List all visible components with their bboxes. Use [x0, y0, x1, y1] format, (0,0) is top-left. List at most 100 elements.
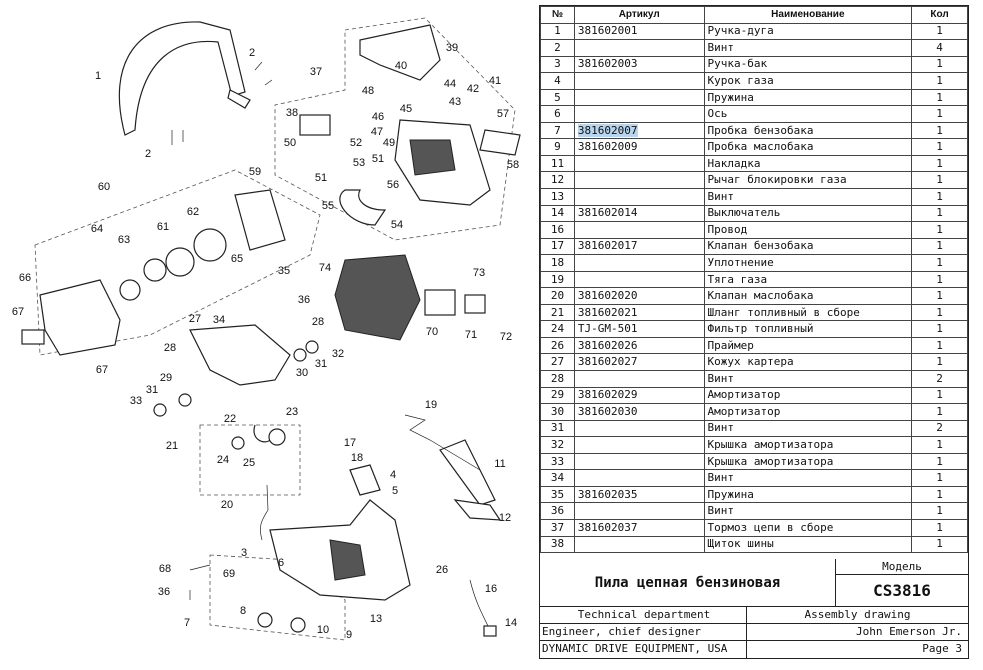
quantity: 1	[911, 303, 968, 322]
company-name: DYNAMIC DRIVE EQUIPMENT, USA	[540, 641, 747, 658]
part-name: Кожух картера	[703, 353, 913, 372]
part-callout: 47	[371, 126, 383, 138]
part-callout: 7	[184, 617, 190, 629]
part-number: 13	[540, 188, 575, 206]
article-number	[573, 188, 705, 206]
part-callout: 12	[499, 512, 511, 524]
part-name: Ручка-дуга	[703, 22, 913, 41]
quantity: 1	[911, 336, 968, 355]
part-callout: 51	[315, 172, 327, 184]
quantity: 1	[911, 502, 968, 520]
part-callout: 26	[436, 564, 448, 576]
part-number: 38	[540, 535, 575, 554]
part-callout: 6	[278, 557, 284, 569]
part-name: Пробка маслобака	[703, 138, 913, 156]
part-name: Крышка амортизатора	[703, 452, 913, 471]
quantity: 1	[911, 105, 968, 123]
part-callout: 10	[317, 624, 329, 636]
part-number: 35	[540, 485, 575, 504]
part-number: 30	[540, 403, 575, 421]
part-name: Шланг топливный в сборе	[703, 303, 913, 322]
part-name: Фильтр топливный	[703, 320, 913, 338]
part-number: 19	[540, 270, 575, 289]
part-name: Курок газа	[703, 72, 913, 90]
part-callout: 4	[390, 469, 396, 481]
part-callout: 19	[425, 399, 437, 411]
part-callout: 50	[284, 137, 296, 149]
part-callout: 45	[400, 103, 412, 115]
part-callout: 34	[213, 314, 225, 326]
part-callout: 64	[91, 223, 103, 235]
model-number: CS3816	[836, 575, 968, 607]
quantity: 1	[911, 452, 968, 471]
part-callout: 36	[158, 586, 170, 598]
part-callout: 55	[322, 200, 334, 212]
part-name: Клапан бензобака	[703, 237, 913, 256]
quantity: 1	[911, 22, 968, 41]
part-number: 28	[540, 370, 575, 388]
part-callout: 51	[372, 153, 384, 165]
part-name: Ось	[703, 105, 913, 123]
quantity: 1	[911, 221, 968, 239]
part-callout: 17	[344, 437, 356, 449]
article-number: 381602020	[573, 287, 705, 305]
part-callout: 37	[310, 66, 322, 78]
drawing-type: Assembly drawing	[804, 608, 911, 621]
quantity: 1	[911, 436, 968, 454]
article-number: 381602009	[573, 138, 705, 156]
quantity: 1	[911, 270, 968, 289]
part-callout: 2	[249, 47, 255, 59]
part-number: 32	[540, 436, 575, 454]
part-name: Рычаг блокировки газа	[703, 171, 913, 190]
part-callout: 63	[118, 234, 130, 246]
article-number: 381602003	[573, 55, 705, 74]
quantity: 1	[911, 204, 968, 223]
part-name: Пружина	[703, 485, 913, 504]
part-callout: 24	[217, 454, 229, 466]
article-number	[573, 72, 705, 90]
quantity: 1	[911, 121, 968, 140]
part-callout: 22	[224, 413, 236, 425]
part-number: 14	[540, 204, 575, 223]
part-callout: 65	[231, 253, 243, 265]
part-callout: 31	[315, 358, 327, 370]
part-callout: 8	[240, 605, 246, 617]
part-callout: 29	[160, 372, 172, 384]
part-callout: 53	[353, 157, 365, 169]
article-number	[573, 154, 705, 173]
part-callout: 42	[467, 83, 479, 95]
article-number: 381602037	[573, 518, 705, 537]
part-callout: 38	[286, 107, 298, 119]
part-callout: 59	[249, 166, 261, 178]
part-number: 26	[540, 336, 575, 355]
article-number: 381602026	[573, 336, 705, 355]
part-callout: 43	[449, 96, 461, 108]
part-callout: 72	[500, 331, 512, 343]
part-callout: 69	[223, 568, 235, 580]
part-name: Крышка амортизатора	[703, 436, 913, 454]
quantity: 1	[911, 188, 968, 206]
part-callout: 11	[494, 458, 505, 470]
part-name: Винт	[703, 370, 913, 388]
part-callout: 28	[312, 316, 324, 328]
article-number	[573, 370, 705, 388]
article-number	[573, 502, 705, 520]
part-name: Винт	[703, 502, 913, 520]
